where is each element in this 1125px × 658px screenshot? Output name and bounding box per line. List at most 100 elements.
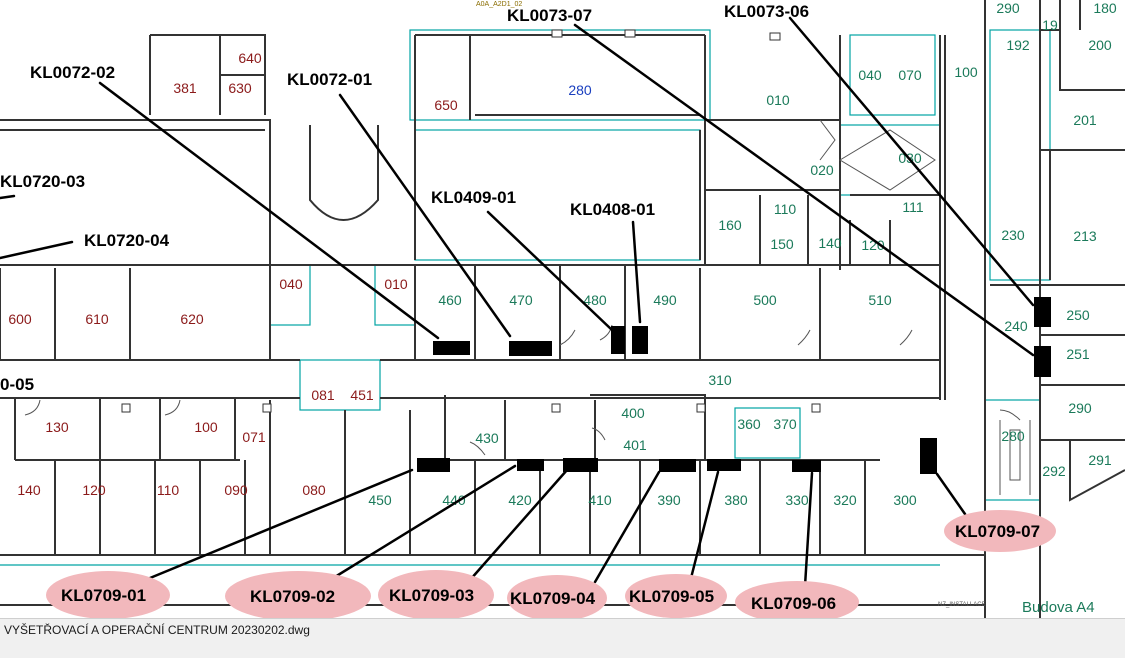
room-510: 510 <box>868 292 892 308</box>
room-140: 140 <box>818 235 842 251</box>
callout-partial-05: 0-05 <box>0 375 34 394</box>
room-430: 430 <box>475 430 499 446</box>
door-swings <box>24 29 1031 495</box>
callout-kl0072-02: KL0072-02 <box>30 63 115 82</box>
device-kl0073-07 <box>1034 346 1051 377</box>
room-090: 090 <box>224 482 248 498</box>
room-490: 490 <box>653 292 677 308</box>
device-kl0072-02 <box>433 341 470 355</box>
device-kl0072-01 <box>509 341 552 356</box>
device-kl0709-02 <box>517 459 544 471</box>
room-460: 460 <box>438 292 462 308</box>
room-040b: 040 <box>279 276 303 292</box>
room-150: 150 <box>770 236 794 252</box>
walls <box>0 0 1125 618</box>
leader-lines <box>0 16 1035 588</box>
device-kl0709-01 <box>417 458 450 472</box>
callout-kl0709-05: KL0709-05 <box>629 587 714 606</box>
room-640: 640 <box>238 50 262 66</box>
room-300: 300 <box>893 492 917 508</box>
room-280: 280 <box>568 82 592 98</box>
room-070: 070 <box>898 67 922 83</box>
room-291: 291 <box>1088 452 1112 468</box>
room-360: 360 <box>737 416 761 432</box>
room-081: 081 <box>311 387 335 403</box>
room-100: 100 <box>954 64 978 80</box>
device-kl0709-05 <box>707 459 741 471</box>
device-kl0709-03 <box>563 458 598 472</box>
room-380: 380 <box>724 492 748 508</box>
status-bar: VYŠETŘOVACÍ A OPERAČNÍ CENTRUM 20230202.… <box>0 618 1125 658</box>
callout-kl0720-04: KL0720-04 <box>84 231 170 250</box>
room-250: 250 <box>1066 307 1090 323</box>
callout-kl0709-01: KL0709-01 <box>61 586 146 605</box>
room-440: 440 <box>442 492 466 508</box>
callout-kl0408-01: KL0408-01 <box>570 200 655 219</box>
callout-bubbles <box>46 510 1056 618</box>
room-500: 500 <box>753 292 777 308</box>
room-140b: 140 <box>17 482 41 498</box>
room-110: 110 <box>774 201 797 217</box>
room-420: 420 <box>508 492 532 508</box>
room-120: 120 <box>861 237 885 253</box>
room-010: 010 <box>766 92 790 108</box>
floor-plan[interactable]: 381 630 640 650 280 010 040 070 100 020 … <box>0 0 1125 618</box>
device-kl0709-06 <box>792 460 821 472</box>
drawing-tags: A0A_A2D1_02 NZ_INSTALLACE Budova A4 <box>476 1 1095 616</box>
callout-kl0072-01: KL0072-01 <box>287 70 372 89</box>
room-320: 320 <box>833 492 857 508</box>
device-kl0709-04 <box>659 459 696 472</box>
room-470: 470 <box>509 292 533 308</box>
bottom-tag: NZ_INSTALLACE <box>938 602 986 608</box>
building-label: Budova A4 <box>1022 599 1095 616</box>
room-071: 071 <box>242 429 266 445</box>
top-tag: A0A_A2D1_02 <box>476 1 522 8</box>
room-451: 451 <box>350 387 374 403</box>
room-120b: 120 <box>82 482 106 498</box>
callout-kl0720-03: KL0720-03 <box>0 172 85 191</box>
device-kl0408-01 <box>632 326 648 354</box>
callout-kl0709-04: KL0709-04 <box>510 589 596 608</box>
room-600: 600 <box>8 311 32 327</box>
room-180: 180 <box>1093 0 1117 16</box>
callout-kl0709-07: KL0709-07 <box>955 522 1040 541</box>
file-name: VYŠETŘOVACÍ A OPERAČNÍ CENTRUM 20230202.… <box>4 623 310 637</box>
callout-kl0709-02: KL0709-02 <box>250 587 335 606</box>
drawing-viewport[interactable]: 381 630 640 650 280 010 040 070 100 020 … <box>0 0 1125 618</box>
room-110b: 110 <box>157 482 180 498</box>
room-630: 630 <box>228 80 252 96</box>
room-290: 290 <box>996 0 1020 16</box>
device-kl0073-06 <box>1034 297 1051 327</box>
room-620: 620 <box>180 311 204 327</box>
room-200: 200 <box>1088 37 1112 53</box>
room-381: 381 <box>173 80 197 96</box>
room-450: 450 <box>368 492 392 508</box>
device-blocks <box>417 297 1051 474</box>
callout-kl0709-03: KL0709-03 <box>389 586 474 605</box>
room-650: 650 <box>434 97 458 113</box>
room-480: 480 <box>583 292 607 308</box>
room-010b: 010 <box>384 276 408 292</box>
room-280b: 280 <box>1001 428 1025 444</box>
room-401: 401 <box>623 437 647 453</box>
room-201: 201 <box>1073 112 1097 128</box>
room-111: 111 <box>902 199 923 215</box>
device-kl0409-01 <box>611 326 625 354</box>
room-040: 040 <box>858 67 882 83</box>
room-213: 213 <box>1073 228 1097 244</box>
room-390: 390 <box>657 492 681 508</box>
room-400: 400 <box>621 405 645 421</box>
room-410: 410 <box>588 492 612 508</box>
room-020: 020 <box>810 162 834 178</box>
callout-kl0709-06: KL0709-06 <box>751 594 836 613</box>
room-290b: 290 <box>1068 400 1092 416</box>
device-kl0709-07 <box>920 438 937 474</box>
callout-kl0073-06: KL0073-06 <box>724 2 809 21</box>
callout-labels: KL0072-02 KL0072-01 KL0073-07 KL0073-06 … <box>0 2 1040 613</box>
room-100b: 100 <box>194 419 218 435</box>
room-330: 330 <box>785 492 809 508</box>
room-251: 251 <box>1066 346 1090 362</box>
room-610: 610 <box>85 311 109 327</box>
room-370: 370 <box>773 416 797 432</box>
